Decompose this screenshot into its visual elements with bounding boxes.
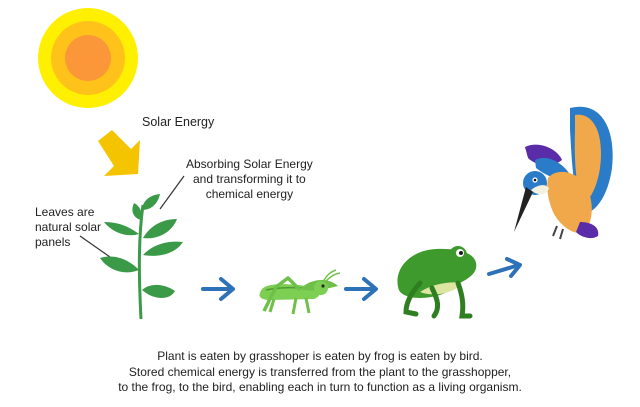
absorbing-solar-energy-label: Absorbing Solar Energy and transforming … [186,157,313,202]
plant-icon [100,194,183,320]
flow-arrow-icon [344,277,378,301]
flow-arrow-icon [201,277,235,301]
caption-line: Plant is eaten by grasshoper is eaten by… [157,349,483,363]
caption-line: Stored chemical energy is transferred fr… [128,364,512,379]
leaves-label-line: panels [35,235,71,249]
flow-arrow-icon [487,257,522,278]
leaves-label-line: natural solar [35,220,102,234]
absorbing-label-line: and transforming it to [193,172,306,186]
absorbing-pointer-line [159,175,185,210]
food-chain-caption: Plant is eaten by grasshoper is eaten by… [0,349,640,396]
solar-energy-label: Solar Energy [142,115,215,129]
sunlight-arrow-icon [98,130,140,176]
absorbing-label-line: chemical energy [205,187,294,201]
leaves-label-line: Leaves are [35,205,95,219]
caption-line: to the frog, to the bird, enabling each … [118,380,522,394]
leaves-label: Leaves are natural solar panels [35,205,101,250]
sun-icon [38,8,138,108]
frog-icon [397,246,477,319]
leaves-pointer-line [79,235,111,258]
grasshopper-icon [259,269,341,315]
kingfisher-bird-icon [514,106,613,240]
absorbing-label-line: Absorbing Solar Energy [186,157,313,171]
